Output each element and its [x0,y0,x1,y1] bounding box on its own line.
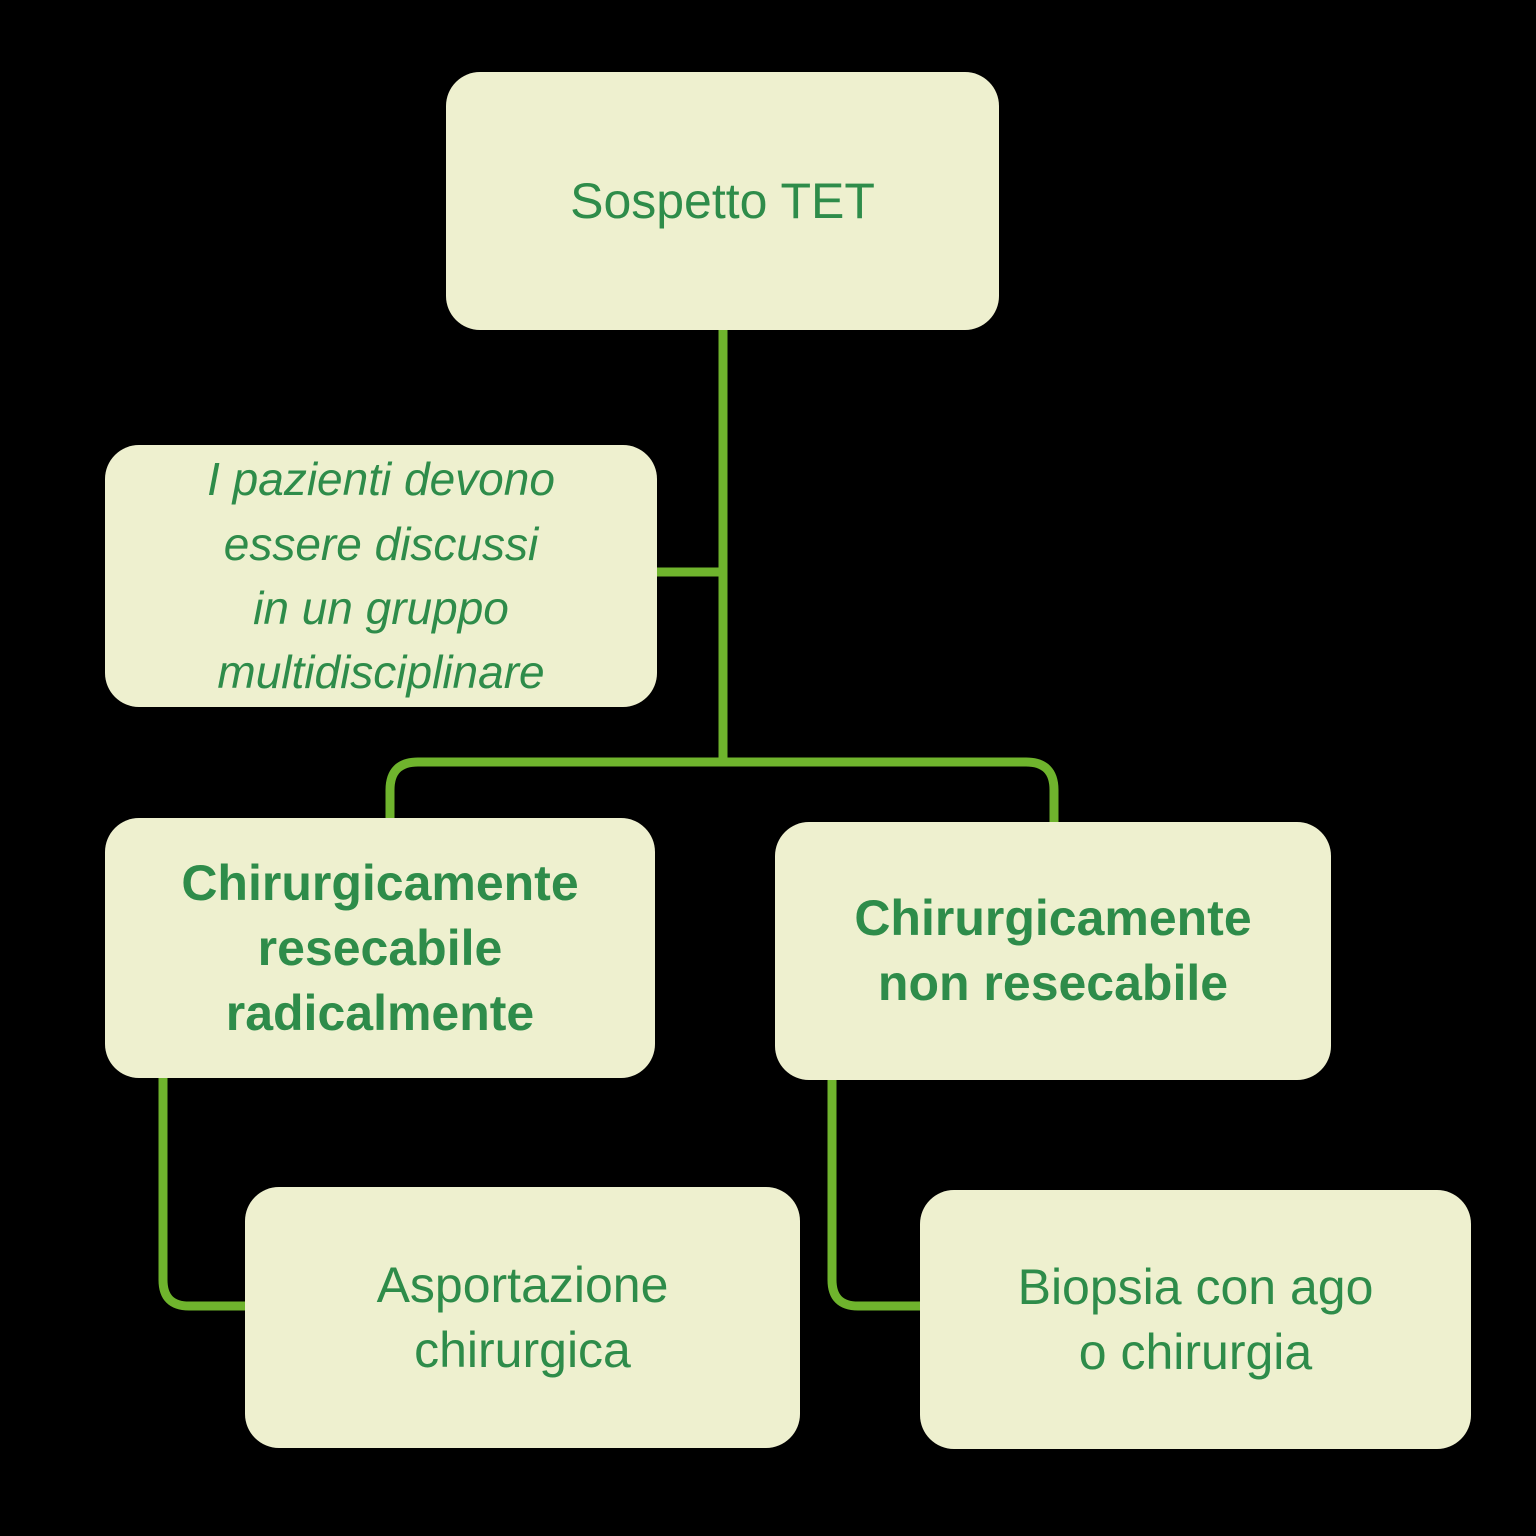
node-asportazione-chirurgica: Asportazione chirurgica [245,1187,800,1448]
node-label: I pazienti devono essere discussi in un … [207,453,555,699]
connector-unresectable-to-biopsy [827,1078,922,1311]
node-sospetto-tet: Sospetto TET [446,72,999,330]
node-label: Asportazione chirurgica [376,1256,669,1378]
connector-branch-split [385,757,1059,824]
node-chirurgicamente-resecabile: Chirurgicamente resecabile radicalmente [105,818,655,1078]
node-label: Chirurgicamente non resecabile [854,890,1252,1011]
node-label: Chirurgicamente resecabile radicalmente [181,854,579,1041]
node-biopsia-con-ago: Biopsia con ago o chirurgia [920,1190,1471,1449]
connector-resectable-to-resection [158,1076,247,1311]
node-label: Sospetto TET [570,172,875,229]
node-label: Biopsia con ago o chirurgia [1017,1258,1374,1380]
node-chirurgicamente-non-resecabile: Chirurgicamente non resecabile [775,822,1331,1080]
node-note-multidisciplinary: I pazienti devono essere discussi in un … [105,445,657,707]
